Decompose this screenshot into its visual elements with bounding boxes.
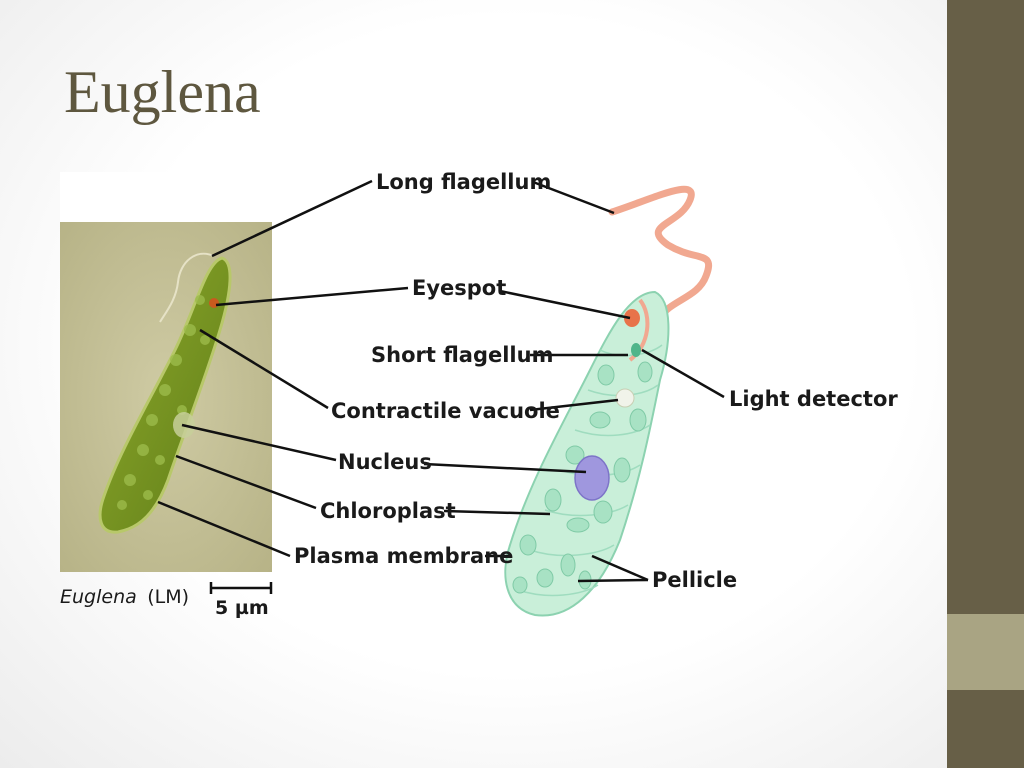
scale-bar-label: 5 µm [215, 597, 269, 619]
label-short-flagellum: Short flagellum [371, 343, 553, 367]
micrograph [60, 172, 272, 572]
label-contractile-vacuole: Contractile vacuole [331, 399, 560, 423]
label-eyespot: Eyespot [412, 276, 506, 300]
scale-bar [211, 582, 271, 594]
label-chloroplast: Chloroplast [320, 499, 456, 523]
label-long-flagellum: Long flagellum [376, 170, 551, 194]
label-light-detector: Light detector [729, 387, 898, 411]
caption-species: Euglena [60, 586, 137, 608]
micrograph-caption: Euglena (LM) [60, 586, 189, 608]
caption-method: (LM) [147, 586, 189, 608]
label-pellicle: Pellicle [652, 568, 737, 592]
label-nucleus: Nucleus [338, 450, 432, 474]
label-plasma-membrane: Plasma membrane [294, 544, 513, 568]
